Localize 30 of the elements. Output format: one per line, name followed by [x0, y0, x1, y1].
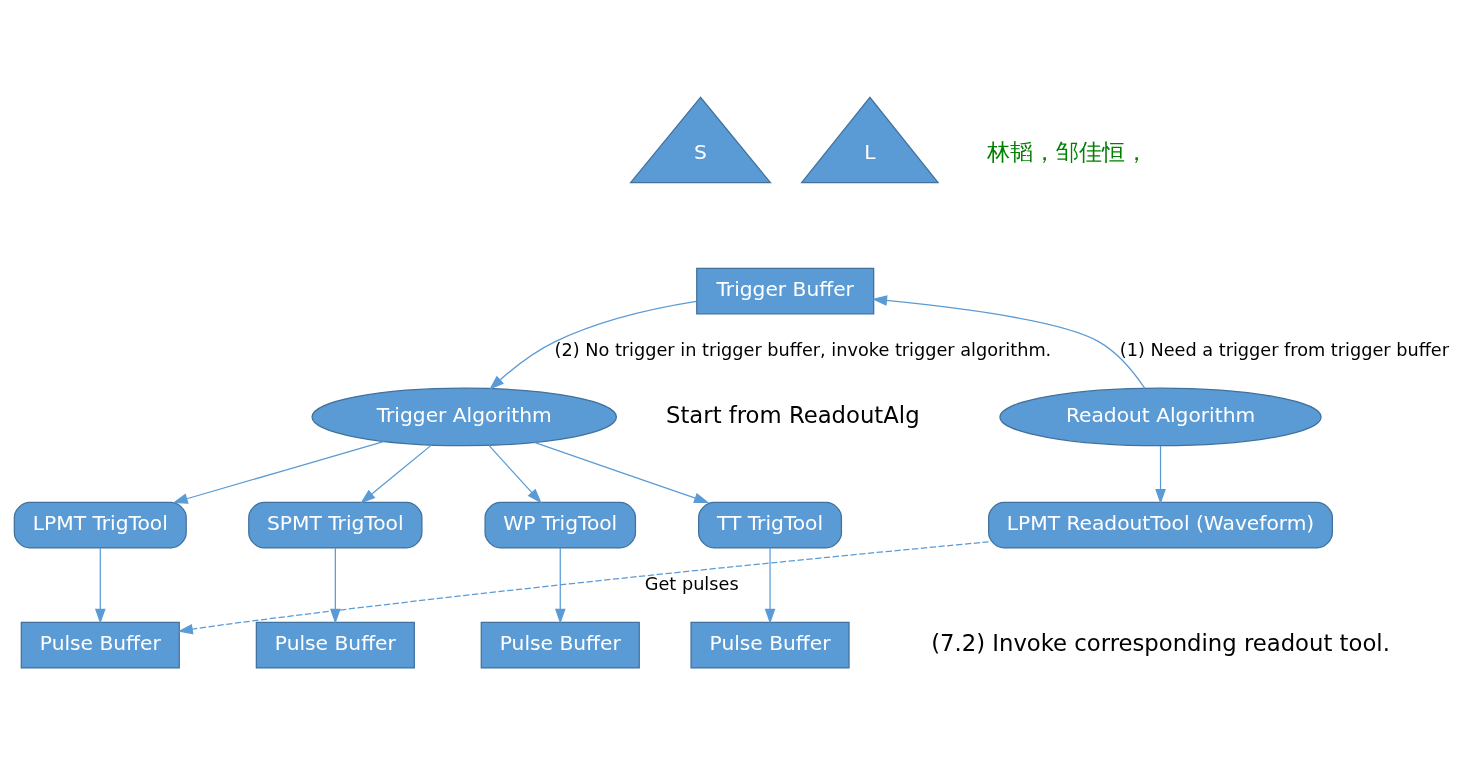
node-ellipse: Trigger Algorithm	[310, 387, 617, 446]
arrow	[1154, 444, 1166, 504]
node-label: Start from ReadoutAlg	[665, 401, 920, 427]
arrow	[172, 440, 385, 504]
node-box: LPMT ReadoutTool (Waveform)	[987, 501, 1333, 548]
label: (7.2) Invoke corresponding readout tool.	[930, 629, 1390, 656]
arrow	[487, 444, 542, 503]
arrow	[871, 294, 1145, 389]
node-box: Pulse Buffer	[255, 621, 415, 669]
node-box: Pulse Buffer	[20, 621, 180, 669]
arrow	[94, 546, 106, 624]
node-box: TT TrigTool	[697, 501, 842, 548]
arrow	[359, 443, 432, 503]
edge-label: (2) No trigger in trigger buffer, invoke trigger algorithm.	[554, 339, 1051, 360]
arrow	[533, 441, 709, 503]
node-box: Trigger Buffer	[695, 267, 874, 314]
edge-label: Get pulses	[644, 573, 739, 594]
node-box: Pulse Buffer	[480, 621, 640, 669]
arrow	[764, 546, 775, 624]
edge-label: (1) Need a trigger from trigger buffer	[1119, 339, 1449, 360]
node-box: WP TrigTool	[483, 501, 636, 548]
node-box: SPMT TrigTool	[247, 501, 422, 548]
label: 林韬，邹佳恒，	[986, 138, 1148, 165]
node-box: LPMT TrigTool	[13, 501, 187, 548]
arrow	[177, 540, 989, 634]
arrow	[488, 300, 697, 390]
arrow	[329, 546, 341, 624]
node-ellipse: Readout Algorithm	[998, 387, 1322, 446]
arrow	[554, 546, 566, 624]
node-box: Pulse Buffer	[689, 621, 850, 669]
